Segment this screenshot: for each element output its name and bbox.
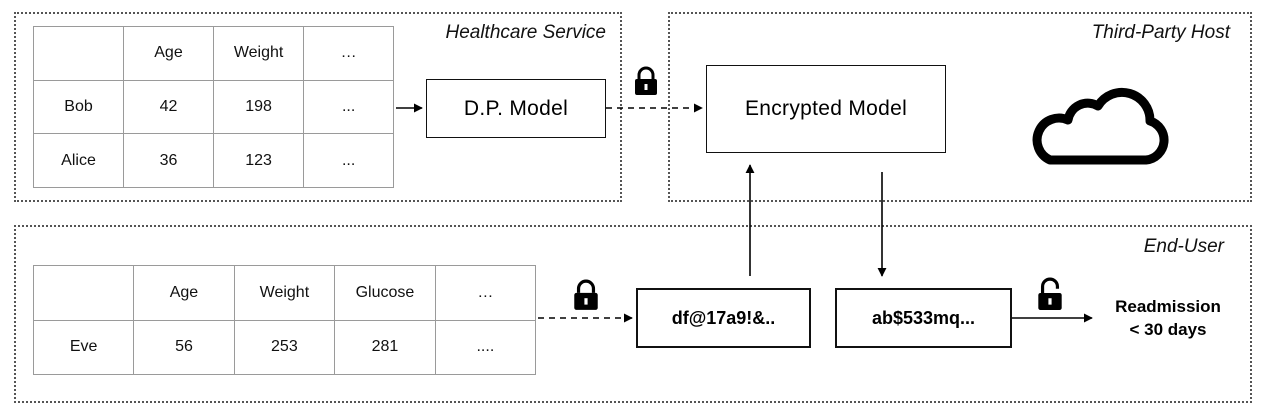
table-cell: 198: [212, 79, 305, 135]
cloud-icon: [1032, 87, 1169, 165]
table-cell: ....: [434, 319, 537, 375]
table-header-cell: Age: [133, 265, 235, 321]
unlock-icon: [1038, 277, 1062, 310]
lock-icon: [635, 66, 657, 95]
prediction-result: Readmission < 30 days: [1098, 295, 1238, 341]
result-line-2: < 30 days: [1129, 320, 1207, 339]
healthcare-data-table: Age Weight … Bob 42 198 ... Alice 36 123…: [32, 26, 394, 188]
table-cell: [32, 265, 135, 321]
table-row: Bob 42 198 ...: [32, 79, 394, 135]
table-cell: Eve: [32, 319, 135, 375]
table-header-row: Age Weight …: [32, 26, 394, 81]
table-header-cell: Weight: [212, 26, 305, 81]
table-cell: 56: [133, 319, 235, 375]
table-header-cell: Glucose: [334, 265, 436, 321]
result-line-1: Readmission: [1115, 297, 1221, 316]
encrypted-model-box: Encrypted Model: [706, 65, 946, 153]
table-cell: 123: [212, 133, 305, 188]
table-header-cell: Weight: [233, 265, 336, 321]
table-cell: Bob: [32, 79, 125, 135]
table-header-row: Age Weight Glucose …: [32, 265, 537, 321]
end-user-label: End-User: [1143, 236, 1224, 257]
table-cell: 253: [233, 319, 336, 375]
healthcare-service-region: [14, 12, 622, 202]
table-row: Eve 56 253 281 ....: [32, 319, 537, 375]
table-row: Alice 36 123 ...: [32, 133, 394, 188]
table-cell: 281: [334, 319, 436, 375]
encrypted-output-box: ab$533mq...: [835, 288, 1012, 348]
third-party-host-region: [668, 12, 1252, 202]
end-user-region: [14, 225, 1252, 403]
third-party-host-label: Third-Party Host: [1091, 22, 1230, 43]
table-cell: ...: [303, 79, 394, 135]
table-cell: Alice: [32, 133, 125, 188]
healthcare-service-label: Healthcare Service: [445, 22, 606, 43]
table-header-cell: …: [303, 26, 394, 81]
lock-icon: [574, 279, 598, 310]
encrypted-input-box: df@17a9!&..: [636, 288, 811, 348]
table-header-cell: Age: [123, 26, 214, 81]
dp-model-box: D.P. Model: [426, 79, 606, 138]
table-cell: ...: [303, 133, 394, 188]
end-user-data-table: Age Weight Glucose … Eve 56 253 281 ....: [32, 265, 537, 375]
